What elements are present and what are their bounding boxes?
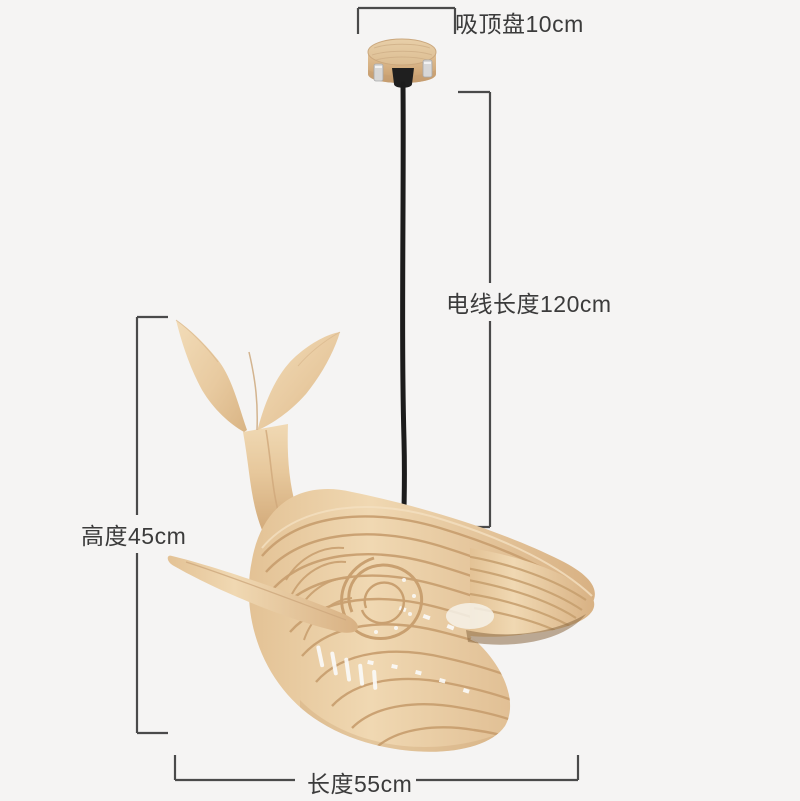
dimension-canopy-bracket bbox=[356, 6, 457, 34]
whale-mouth-gap bbox=[466, 614, 586, 645]
whale-tail-fluke bbox=[175, 319, 341, 432]
eye-perforations bbox=[374, 578, 416, 634]
whale-head bbox=[466, 548, 595, 645]
chrome-screws bbox=[373, 59, 433, 82]
whale-lamp-body bbox=[167, 319, 595, 752]
dimension-label-canopy: 吸顶盘10cm bbox=[455, 11, 584, 37]
dimension-label-length: 长度55cm bbox=[303, 763, 417, 801]
whale-pectoral-fin bbox=[167, 555, 358, 633]
whale-spiral-eye bbox=[340, 556, 424, 640]
dimension-label-height: 高度45cm bbox=[78, 515, 190, 553]
dimension-label-wire: 电线长度120cm bbox=[443, 283, 615, 321]
black-cord-grip bbox=[392, 68, 414, 88]
dimension-length-bracket bbox=[173, 755, 580, 782]
ceiling-plate bbox=[367, 38, 437, 88]
belly-slot-gaps bbox=[316, 645, 378, 690]
wood-grain bbox=[371, 43, 433, 61]
light-bulb bbox=[446, 603, 494, 629]
whale-slatted-body bbox=[248, 489, 595, 752]
black-hanging-cord bbox=[394, 81, 416, 535]
